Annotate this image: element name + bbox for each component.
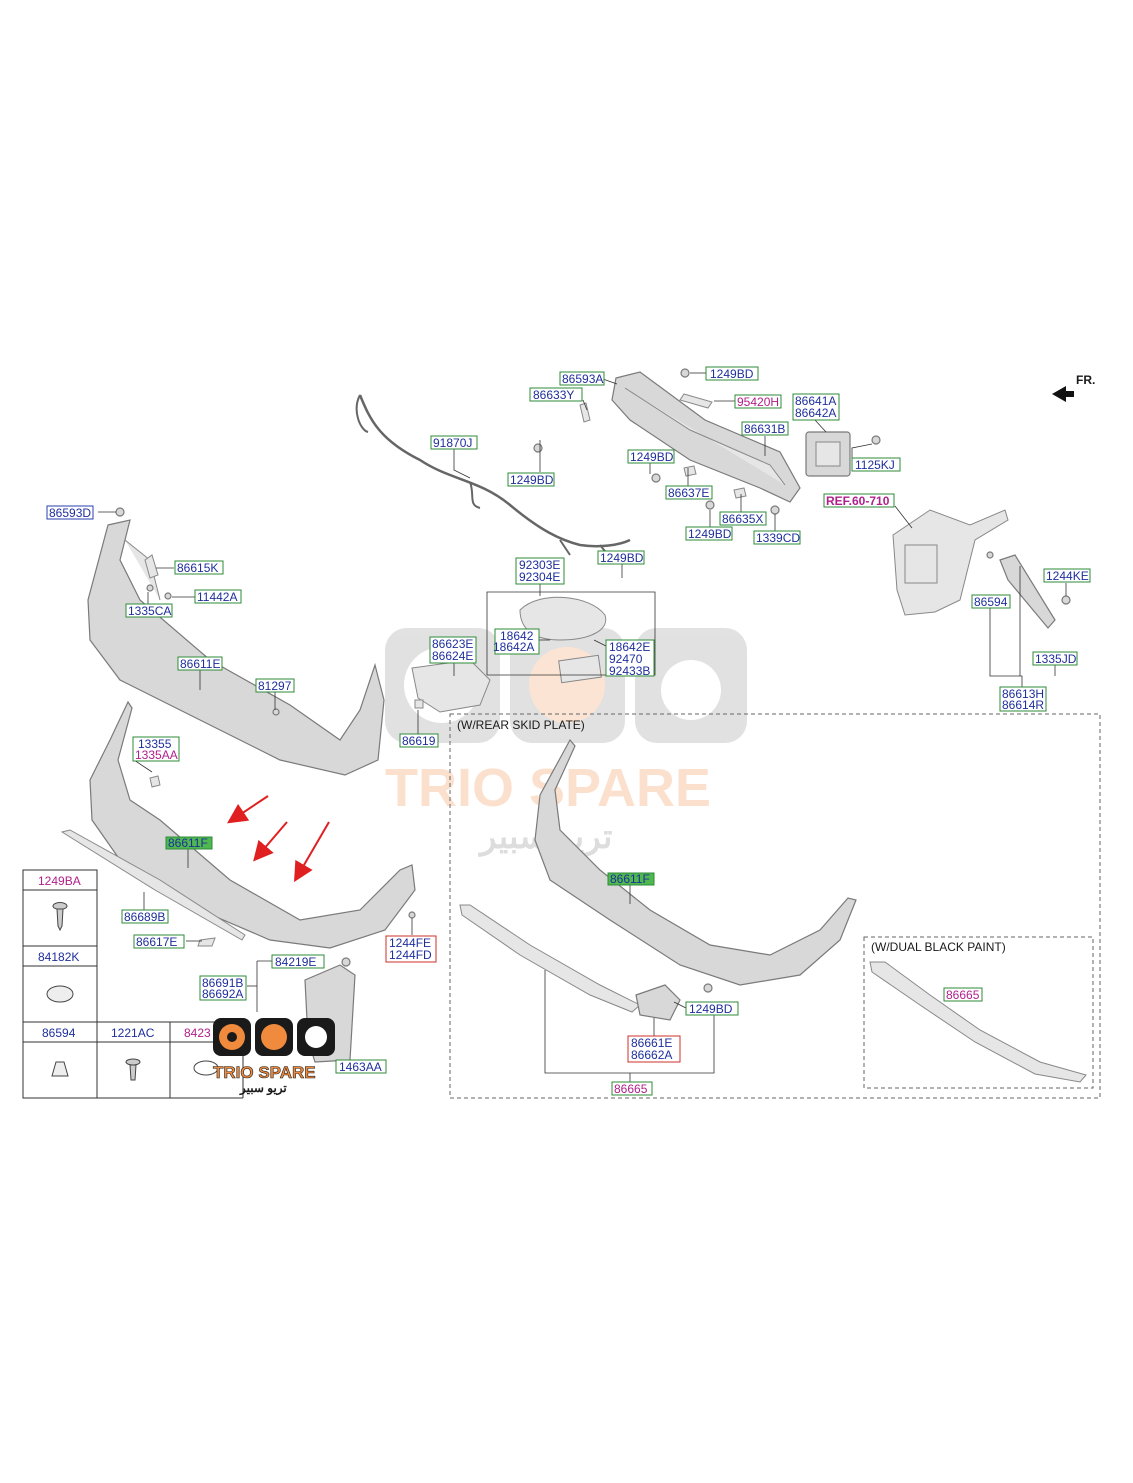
callout-86619: 86619 <box>402 734 436 748</box>
callout-86614R: 86614R <box>1002 698 1044 712</box>
callout-86611E: 86611E <box>180 657 220 671</box>
body-side-panel <box>892 509 1071 629</box>
callout-86594-bracket: 86594 <box>974 595 1008 609</box>
callout-1249BD-skid: 1249BD <box>689 1002 733 1016</box>
plug-icon <box>46 985 74 1003</box>
callout-1244FD: 1244FD <box>389 948 432 962</box>
dual-black-garnish <box>869 961 1087 1083</box>
callout-1335CA: 1335CA <box>128 604 171 618</box>
callout-1463AA: 1463AA <box>339 1060 382 1074</box>
callout-1335AA: 1335AA <box>135 748 178 762</box>
callout-1249BD-lamp: 1249BD <box>600 551 644 565</box>
legend-cell-1249BA: 1249BA <box>38 874 81 888</box>
legend-cell-1221AC: 1221AC <box>111 1026 155 1040</box>
part-callouts: 86593A 86633Y 1249BD 95420H 91870J 1249B… <box>46 366 1091 1096</box>
legend-cell-84182K: 84182K <box>38 950 79 964</box>
callout-84219E: 84219E <box>275 955 316 969</box>
callout-86641A: 86641A <box>795 394 836 408</box>
callout-11442A: 11442A <box>197 590 237 604</box>
callout-1249BD-beam: 1249BD <box>630 450 674 464</box>
callout-18642: 18642 <box>500 629 534 643</box>
skid-plate-section <box>449 713 1101 1099</box>
front-direction-indicator: FR. <box>1052 373 1095 402</box>
grommet-icon <box>193 1060 219 1076</box>
callout-86661E: 86661E <box>631 1036 672 1050</box>
dual-black-section <box>863 936 1094 1089</box>
callout-86624E: 86624E <box>432 649 473 663</box>
callout-1244KE: 1244KE <box>1046 569 1089 583</box>
clip-icon <box>51 1061 69 1077</box>
screw-icon <box>52 902 68 932</box>
watermark-brand-small: TRIO SPARE <box>213 1063 316 1082</box>
legend-cell-86594: 86594 <box>42 1026 76 1040</box>
callout-1335JD: 1335JD <box>1035 652 1077 666</box>
bumper-beam-assembly <box>533 368 881 515</box>
watermark-small-logo <box>213 1018 335 1056</box>
callout-86692A: 86692A <box>202 987 243 1001</box>
front-arrow-icon <box>1052 386 1074 402</box>
callout-1249BD-bracket: 1249BD <box>688 527 732 541</box>
callout-18642A: 18642A <box>493 640 534 654</box>
callout-91870J: 91870J <box>433 436 472 450</box>
rear-bumper-cover-upper <box>87 507 607 776</box>
callout-86617E: 86617E <box>136 935 177 949</box>
callout-86611F-skid: 86611F <box>610 872 650 886</box>
callout-92304E: 92304E <box>519 570 560 584</box>
dual-black-heading: (W/DUAL BLACK PAINT) <box>871 940 1006 954</box>
red-arrow-2 <box>253 821 288 862</box>
callout-1249BD-harness: 1249BD <box>510 473 554 487</box>
callout-86642A: 86642A <box>795 406 836 420</box>
callout-95420H: 95420H <box>737 395 779 409</box>
bolt-icon <box>125 1058 141 1081</box>
legend-cell-8423: 8423 <box>184 1026 211 1040</box>
front-label: FR. <box>1076 373 1095 387</box>
callout-ref-60-710: REF.60-710 <box>826 494 890 508</box>
watermark-arabic-small: تريو سبير <box>239 1081 287 1096</box>
callout-86611F-main: 86611F <box>168 836 208 850</box>
fastener-legend-table: 1249BA 84182K 86594 1221AC 8423 <box>22 869 244 1099</box>
callout-86613H: 86613H <box>1002 687 1044 701</box>
callout-86593A: 86593A <box>562 372 603 386</box>
red-arrow-3 <box>293 821 330 883</box>
callout-86665-skid: 86665 <box>614 1082 648 1096</box>
callout-13355: 13355 <box>138 737 172 751</box>
callout-86662A: 86662A <box>631 1048 672 1062</box>
rear-bumper-lower-skid <box>459 738 857 1021</box>
callout-92470: 92470 <box>609 652 643 666</box>
callout-86623E: 86623E <box>432 637 473 651</box>
callout-1339CD: 1339CD <box>756 531 800 545</box>
callout-92433B: 92433B <box>609 664 650 678</box>
wiring-harness <box>358 394 631 548</box>
callout-86631B: 86631B <box>744 422 785 436</box>
callout-86665-dual: 86665 <box>946 988 980 1002</box>
callout-86635X: 86635X <box>722 512 763 526</box>
callout-86615K: 86615K <box>177 561 218 575</box>
callout-86689B: 86689B <box>124 910 165 924</box>
callout-86637E: 86637E <box>668 486 709 500</box>
callout-1125KJ: 1125KJ <box>855 458 895 472</box>
callout-1249BD-top: 1249BD <box>710 367 754 381</box>
callout-1244FE: 1244FE <box>389 936 431 950</box>
callout-86593D: 86593D <box>49 506 91 520</box>
callout-81297: 81297 <box>258 679 292 693</box>
callout-92303E: 92303E <box>519 558 560 572</box>
callout-18642E: 18642E <box>609 640 650 654</box>
skid-plate-heading: (W/REAR SKID PLATE) <box>457 718 585 732</box>
callout-86691B: 86691B <box>202 976 243 990</box>
red-arrow-1 <box>227 795 269 824</box>
leader-lines <box>98 372 1067 1082</box>
callout-86633Y: 86633Y <box>533 388 574 402</box>
